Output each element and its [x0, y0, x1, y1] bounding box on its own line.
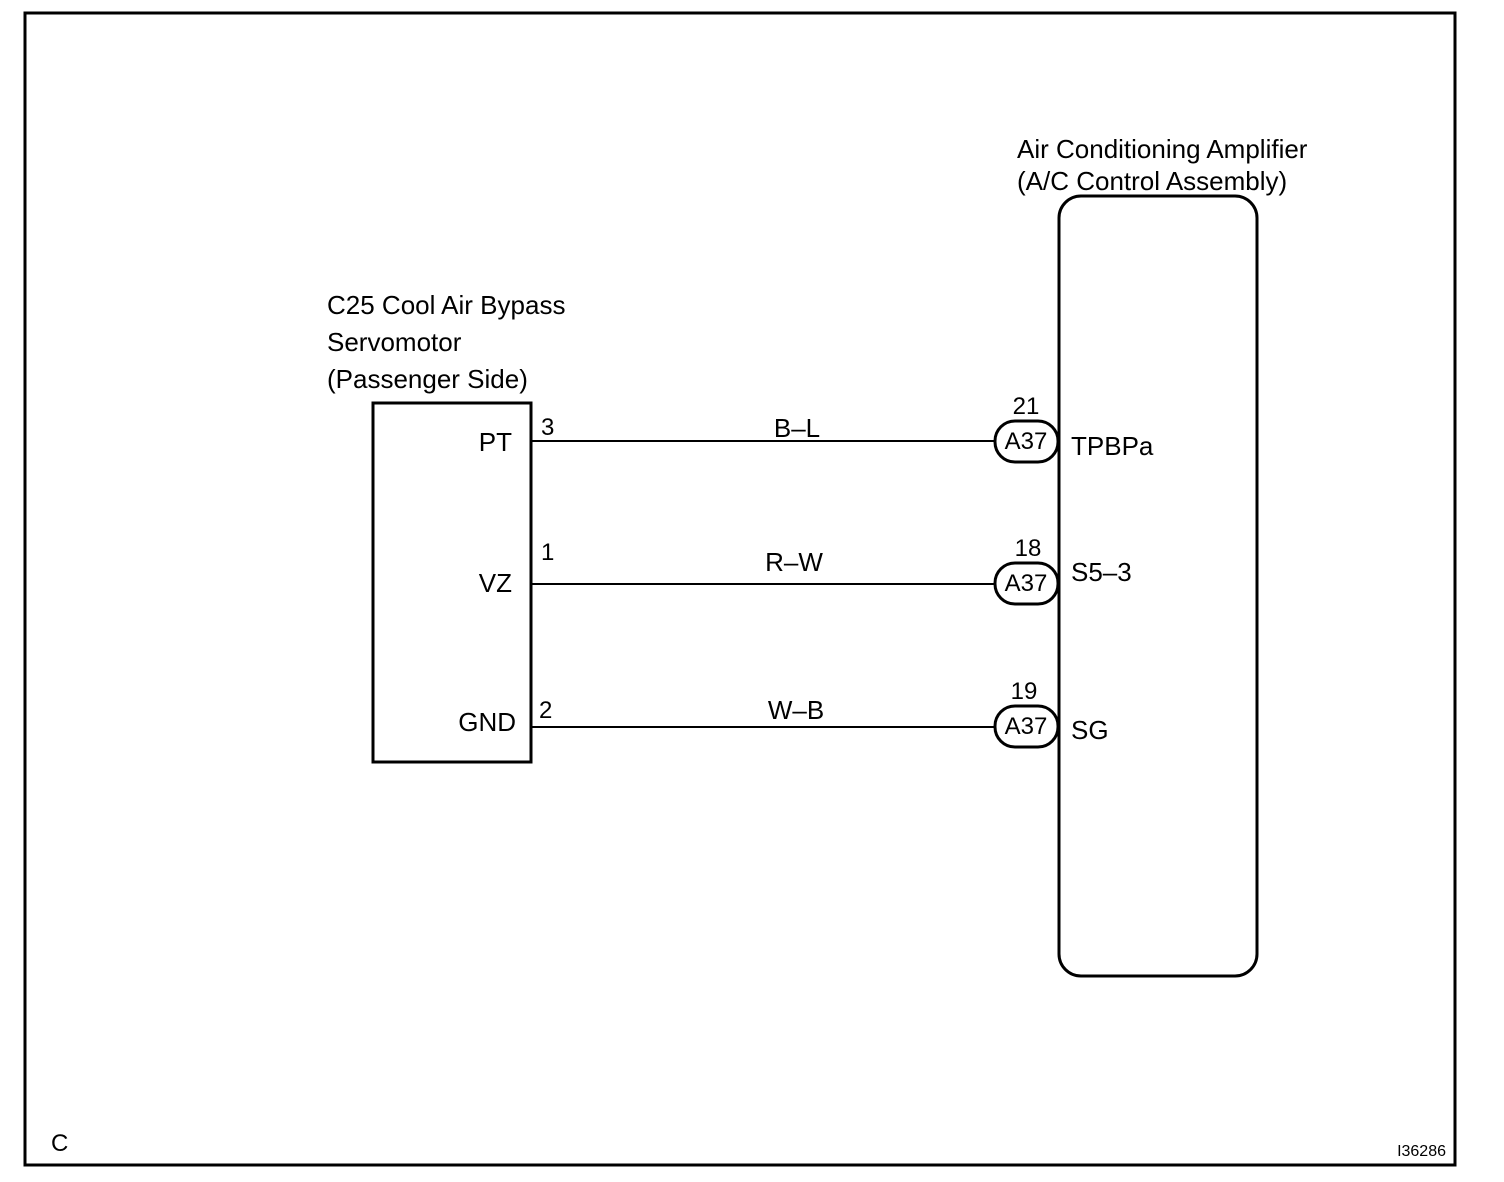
- amp-pin-number: 19: [1011, 678, 1038, 705]
- amp-pin-number: 21: [1013, 393, 1040, 420]
- servomotor-title-line-1: C25 Cool Air Bypass: [327, 290, 565, 320]
- servomotor-box: [371, 401, 533, 764]
- amp-pin-number: 18: [1015, 535, 1042, 562]
- diagram-frame: [23, 11, 1457, 1167]
- wire-color-label: B–L: [774, 413, 820, 443]
- servo-terminal-label: VZ: [479, 568, 512, 598]
- connector-oval: [993, 419, 1060, 464]
- amp-terminal-label: SG: [1071, 715, 1109, 745]
- amplifier-title-line-1: Air Conditioning Amplifier: [1017, 134, 1308, 164]
- amp-terminal-label: TPBPa: [1071, 431, 1154, 461]
- connector-label: A37: [1005, 570, 1048, 597]
- wire-color-label: W–B: [768, 695, 824, 725]
- wire-pt: PT 3 B–L 21 A37 TPBPa: [479, 393, 1154, 464]
- amplifier-title-line-2: (A/C Control Assembly): [1017, 166, 1287, 196]
- servo-terminal-label: PT: [479, 427, 512, 457]
- connector-oval: [993, 704, 1060, 749]
- amplifier-component: Air Conditioning Amplifier (A/C Control …: [1017, 134, 1308, 978]
- wire-vz: VZ 1 R–W 18 A37 S5–3: [479, 535, 1132, 606]
- wire-gnd: GND 2 W–B 19 A37 SG: [458, 678, 1109, 749]
- servo-terminal-label: GND: [458, 707, 516, 737]
- servo-pin-number: 1: [541, 539, 554, 566]
- servomotor-title-line-2: Servomotor: [327, 327, 462, 357]
- servomotor-title-line-3: (Passenger Side): [327, 364, 528, 394]
- corner-letter: C: [51, 1130, 68, 1157]
- servo-pin-number: 3: [541, 414, 554, 441]
- connector-label: A37: [1005, 428, 1048, 455]
- connector-oval: [993, 561, 1060, 606]
- figure-id: I36286: [1397, 1143, 1446, 1160]
- connector-label: A37: [1005, 713, 1048, 740]
- wire-color-label: R–W: [765, 547, 823, 577]
- servo-pin-number: 2: [539, 697, 552, 724]
- amp-terminal-label: S5–3: [1071, 557, 1132, 587]
- servomotor-component: C25 Cool Air Bypass Servomotor (Passenge…: [327, 290, 565, 764]
